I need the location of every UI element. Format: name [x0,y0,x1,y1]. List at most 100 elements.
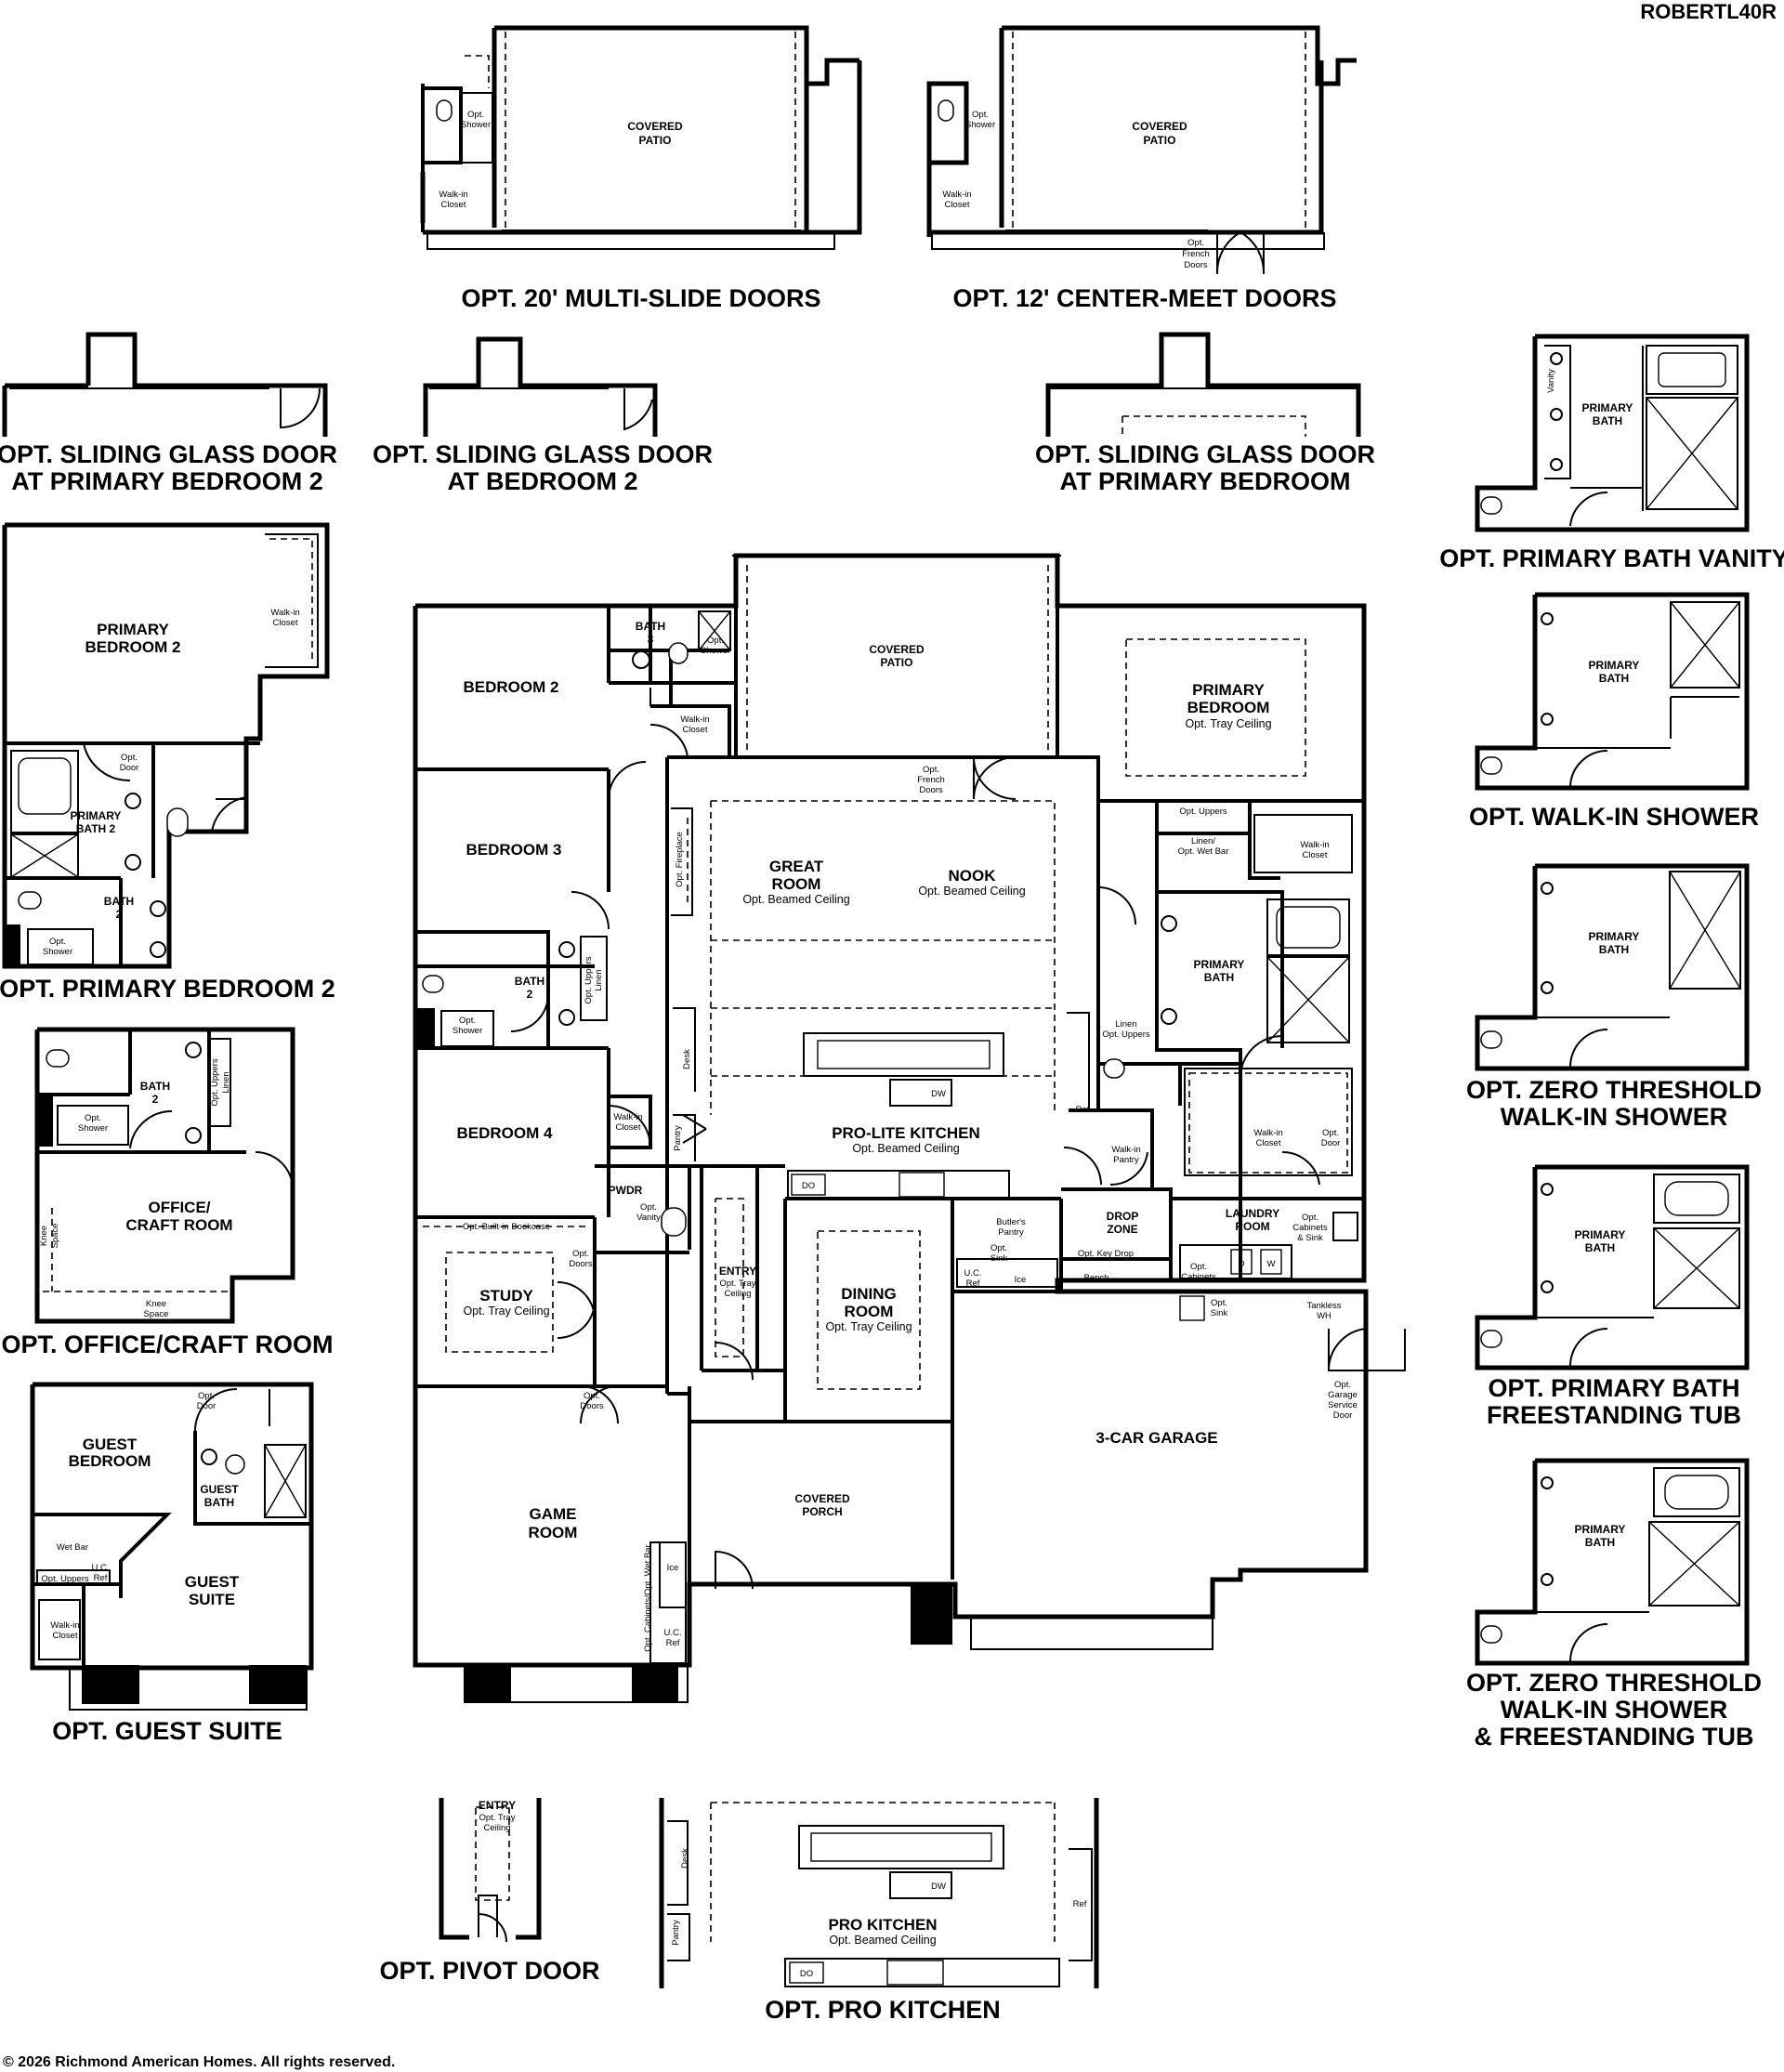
pwdr-vanity-label: Vanity [636,1213,661,1223]
option-multi-slide-doors: COVERED PATIO Opt. Shower Walk-in Closet… [420,25,862,312]
sgd-pb2-caption-1: OPT. SLIDING GLASS DOOR [0,440,337,468]
study-optdoors-label: Opt. [572,1249,589,1259]
primary-linen2-label: Linen [1115,1019,1136,1029]
primary-walkin-label: Walk-in [1300,840,1329,850]
primary-wetbar-label: Opt. Wet Bar [1178,846,1229,857]
pro-kitchen-caption: OPT. PRO KITCHEN [765,1996,1001,2024]
game-doors-label: Doors [580,1401,604,1411]
wetbar-label: Opt. Cabinets/Opt. Wet Bar [643,1544,653,1651]
primary-closet-label: Closet [1303,850,1328,860]
pivot-caption: OPT. PIVOT DOOR [379,1957,599,1985]
guest-closet-label: Closet [53,1631,78,1641]
multi-covered-patio-label-2: PATIO [639,134,672,147]
dining-tray-label: Opt. Tray Ceiling [825,1320,912,1333]
option-center-meet-doors: COVERED PATIO Opt. Shower Walk-in Closet… [926,25,1357,312]
sgd-b2-caption-2: AT BEDROOM 2 [447,467,637,495]
pro-kitchen-label: PRO KITCHEN [828,1916,937,1934]
primary-uppers2-label: Opt. Uppers [1102,1029,1149,1040]
garage-service-door-label: Door [1333,1410,1353,1421]
bookcase-label: Opt. Built-in Bookcase [463,1222,550,1232]
pwdr-opt-label: Opt. [640,1202,657,1213]
zttub-caption-2: WALK-IN SHOWER [1501,1696,1727,1724]
entry-ceiling-label: Ceiling [724,1289,751,1299]
guest-ref-label: Ref [94,1573,108,1583]
center-opt-french-label: Opt. [1187,238,1204,248]
study-label: STUDY [479,1287,533,1305]
nook-label: NOOK [949,867,997,885]
great-room-label-2: ROOM [772,875,821,893]
tub-caption-1: OPT. PRIMARY BATH [1488,1374,1739,1402]
primary-walkin2-label: Walk-in [1253,1128,1282,1138]
guest-walkin-label: Walk-in [50,1620,79,1631]
center-opt-shower-label: Opt. [972,110,989,120]
drop-zone-label-2: ZONE [1107,1223,1137,1236]
garage-service-opt-label: Opt. [1334,1380,1351,1390]
zttub-primary-label: PRIMARY [1575,1523,1626,1536]
key-drop-label: Opt. Key Drop [1078,1249,1134,1259]
center-covered-patio-label-2: PATIO [1144,134,1176,147]
main-covered-patio-label-2: PATIO [881,656,913,669]
sgd-pb-caption-2: AT PRIMARY BEDROOM [1059,467,1350,495]
pb2-closet-label: Closet [273,618,298,628]
copyright-notice: © 2026 Richmond American Homes. All righ… [3,2054,395,2070]
pivot-tray-label: Opt. Tray [479,1813,515,1823]
pb2-caption: OPT. PRIMARY BEDROOM 2 [0,975,335,1003]
main-french-label: French [917,775,945,785]
main-floor-plan: COVERED PATIO GREAT ROOM Opt. Beamed Cei… [413,553,1406,1703]
prolite-label: PRO-LITE KITCHEN [832,1124,980,1142]
pb2-bath2-num: 2 [116,908,123,921]
guest-bath-label-2: BATH [204,1496,234,1509]
fireplace-label: Opt. Fireplace [675,832,685,887]
butlers-ice-label: Ice [1015,1275,1027,1285]
pb2-door-label: Door [120,763,139,773]
bath3-label: BATH [636,620,665,633]
porch-label-1: COVERED [794,1492,850,1505]
option-guest-suite: GUEST BEDROOM Opt. Door GUEST BATH Wet B… [30,1382,314,1745]
bath3-shower-label: Shower [701,646,730,656]
multi-walkin-label: Walk-in [439,190,467,200]
wis-bath-label: BATH [1599,672,1629,685]
vanity-label: Vanity [1546,369,1556,393]
pro-pantry-label: Pantry [671,1920,681,1946]
dw-label: DW [931,1089,946,1099]
multi-closet-label: Closet [441,200,466,210]
desk-label: Desk [682,1049,692,1069]
bath3-num: 3 [648,633,654,646]
guest-door-label: Door [197,1401,216,1411]
office-linen-label: Linen [221,1071,231,1093]
zttub-caption-1: OPT. ZERO THRESHOLD [1466,1669,1762,1697]
bath2-shower-label: Shower [453,1026,482,1036]
garage-opt-sink-label: Opt. [1211,1298,1227,1308]
office-optshower-label: Opt. [85,1113,101,1123]
option-sgd-bedroom-2: OPT. SLIDING GLASS DOOR AT BEDROOM 2 [373,336,713,495]
pro-ref-label: Ref [1073,1899,1087,1909]
multi-slide-caption: OPT. 20' MULTI-SLIDE DOORS [462,284,821,312]
pantry-label: Pantry [673,1125,683,1151]
guest-optdoor-label: Opt. [198,1391,215,1401]
laundry-label-1: LAUNDRY [1226,1207,1279,1220]
do-label: DO [802,1181,815,1191]
study-tray-label: Opt. Tray Ceiling [463,1305,549,1318]
office-shower-label: Shower [78,1123,108,1134]
pb2-label-1: PRIMARY [97,621,169,638]
primary-bath-label-1: PRIMARY [1194,958,1245,971]
guest-suite-label-1: GUEST [185,1573,240,1591]
bedroom4-label: BEDROOM 4 [457,1124,554,1142]
option-freestanding-tub: PRIMARY BATH OPT. PRIMARY BATH FREESTAND… [1475,1164,1750,1429]
zts-primary-label: PRIMARY [1589,930,1640,943]
option-walk-in-shower: PRIMARY BATH OPT. WALK-IN SHOWER [1469,592,1759,831]
sgd-pb-caption-1: OPT. SLIDING GLASS DOOR [1035,440,1375,468]
garage-service-2-label: Service [1328,1400,1358,1410]
pwdr-label: PWDR [609,1184,643,1197]
zttub-bath-label: BATH [1585,1536,1615,1549]
walkin-pantry-label-1: Walk-in [1111,1145,1140,1155]
tankless-label: Tankless [1307,1301,1342,1311]
garage-label: 3-CAR GARAGE [1095,1429,1217,1447]
office-knee-bottom-1: Knee [146,1299,166,1309]
multi-opt-shower-label: Opt. [467,110,484,120]
option-zero-threshold-tub: PRIMARY BATH OPT. ZERO THRESHOLD WALK-IN… [1466,1458,1762,1751]
laundry-label-2: ROOM [1235,1220,1269,1233]
bench-label: Bench [1084,1273,1109,1283]
primary-door-label: Door [1321,1138,1341,1148]
option-zero-threshold-shower: PRIMARY BATH OPT. ZERO THRESHOLD WALK-IN… [1466,863,1762,1131]
